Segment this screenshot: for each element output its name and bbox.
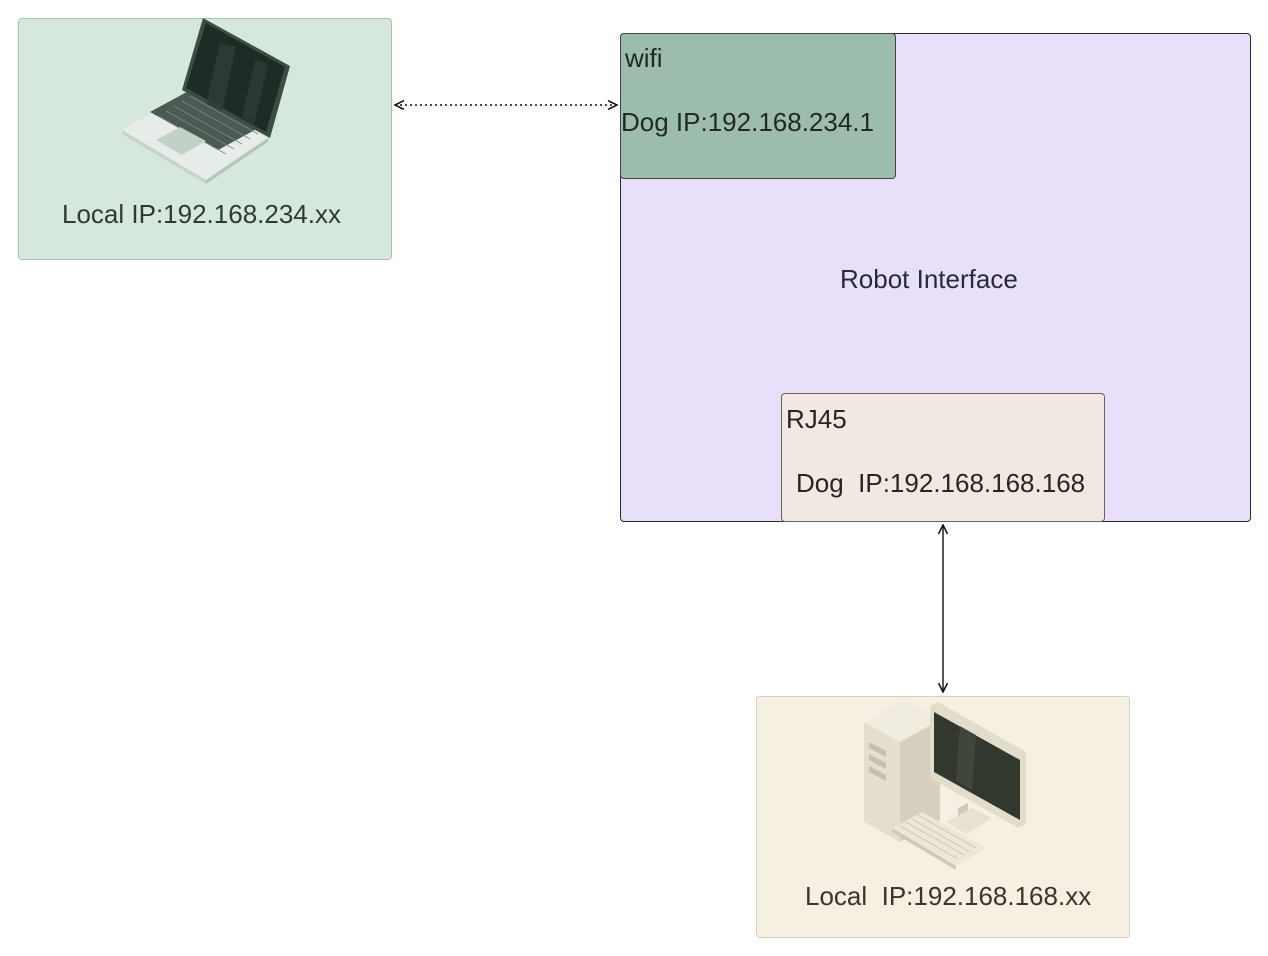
rj45-node[interactable]: [781, 393, 1105, 522]
robot-interface-label: Robot Interface: [840, 264, 1018, 294]
wifi-dog-ip-label: Dog IP:192.168.234.1: [621, 107, 874, 137]
wifi-node[interactable]: [620, 33, 896, 179]
rj45-dog-ip-label: Dog IP:192.168.168.168: [796, 468, 1086, 498]
rj45-title: RJ45: [786, 404, 847, 434]
laptop-ip-label: Local IP:192.168.234.xx: [62, 199, 341, 229]
desktop-ip-label: Local IP:192.168.168.xx: [805, 881, 1092, 911]
wifi-title: wifi: [625, 43, 663, 73]
